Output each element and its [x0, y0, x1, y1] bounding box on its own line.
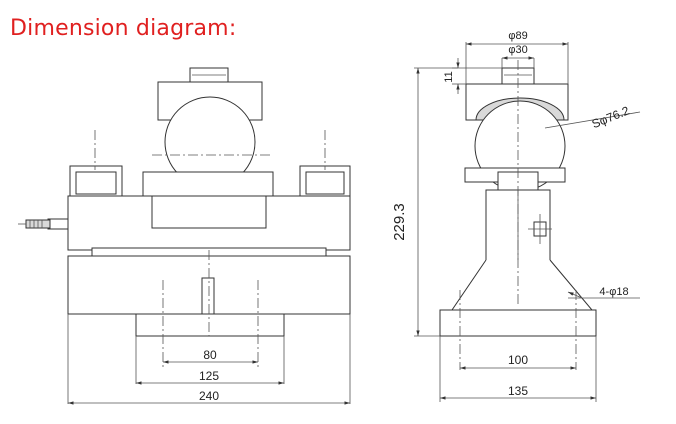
dim-240-label: 240: [199, 389, 219, 403]
dim-holes-label: 4-φ18: [599, 286, 628, 298]
page-title: Dimension diagram:: [10, 16, 237, 41]
front-connector: [47, 218, 69, 230]
front-view: 80 125 240: [18, 67, 351, 405]
front-seat: [142, 171, 274, 197]
dim-phi30-label: φ30: [508, 44, 527, 56]
dim-11-label: 11: [443, 71, 455, 82]
sphere-leader: [544, 111, 641, 129]
dim-135-label: 135: [508, 384, 528, 398]
side-transition: [451, 259, 594, 311]
dim-100-label: 100: [508, 353, 528, 367]
side-base-plate: [439, 309, 597, 337]
front-main-body: [67, 195, 351, 251]
front-base-plate: [135, 313, 285, 337]
dim-phi89-label: φ89: [508, 30, 527, 42]
dim-sphere-label: Sφ76.2: [590, 103, 632, 131]
dim-height-label: 229.3: [391, 203, 408, 241]
side-view: φ89 φ30 11 229.3 Sφ76.2 4-φ18 100 135: [391, 30, 641, 402]
dim-80-label: 80: [203, 348, 217, 362]
dim-125-label: 125: [199, 369, 219, 383]
